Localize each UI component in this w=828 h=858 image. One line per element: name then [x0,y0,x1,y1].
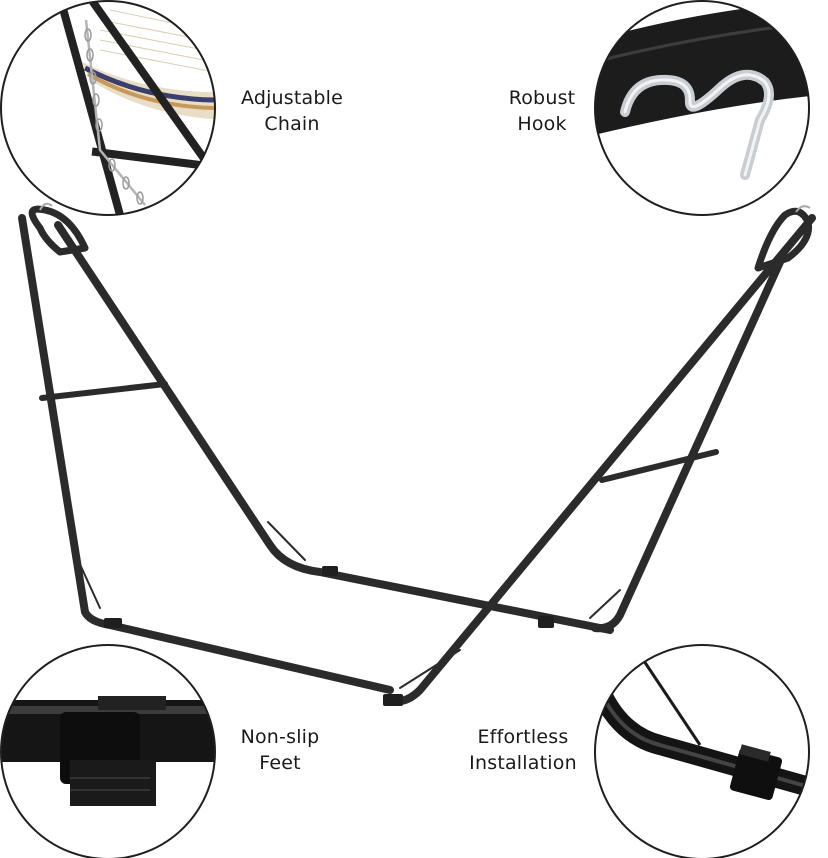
hook-detail-circle [594,0,810,216]
chain-detail-circle [0,0,216,216]
strap-left [267,521,306,561]
callout-robust-hook: Robust Hook [492,85,592,137]
frame-feet [104,566,554,706]
callout-line: Installation [469,752,577,774]
callout-line: Adjustable [240,87,344,109]
callout-line: Feet [259,752,301,774]
strap-right [589,589,621,619]
installation-detail-circle [594,644,810,858]
foot-detail-circle [0,644,216,858]
left-end-loop [28,205,89,256]
callout-line: Robust [508,87,576,109]
callout-line: Effortless [477,726,569,748]
left-inner-leg [54,221,614,634]
callout-line: Hook [517,113,567,135]
callout-line: Non-slip [240,726,320,748]
left-crossbar [39,381,168,401]
callout-non-slip-feet: Non-slip Feet [218,724,342,776]
right-end-loop [754,207,813,272]
frame-hooks [39,202,811,213]
hammock-frame [18,205,816,706]
right-crossbar [599,449,719,483]
right-inner-leg [591,258,784,633]
strap-front [399,649,461,689]
callout-adjustable-chain: Adjustable Chain [226,85,358,137]
callout-effortless-installation: Effortless Installation [452,724,594,776]
strap-left-front [77,559,101,609]
callout-line: Chain [264,113,320,135]
